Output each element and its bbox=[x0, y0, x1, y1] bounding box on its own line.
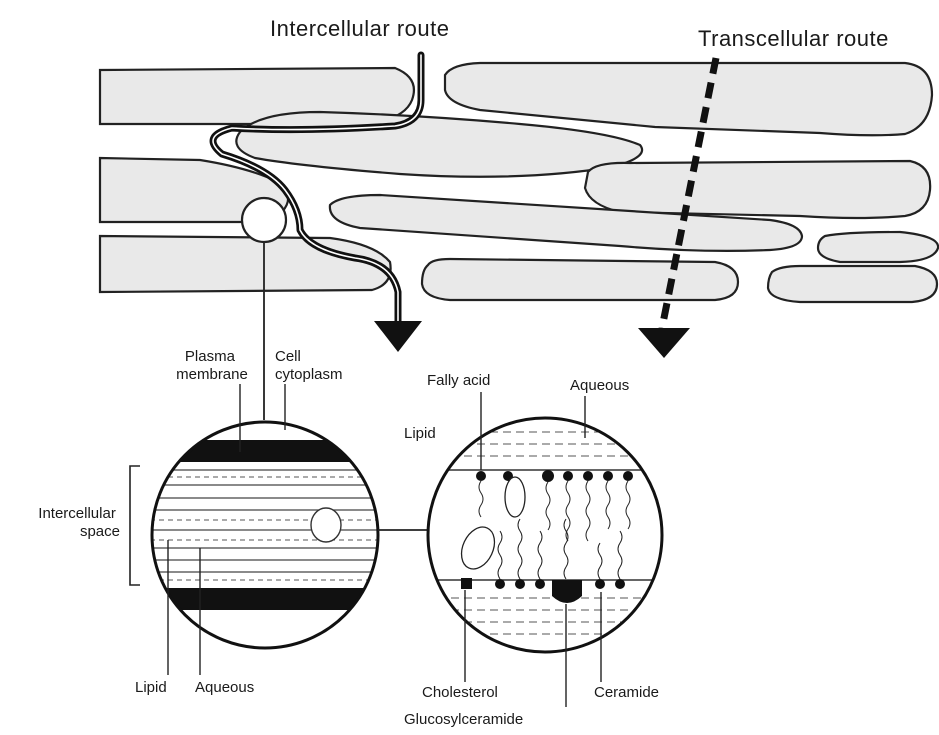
lipid-label-left: Lipid bbox=[135, 679, 167, 696]
intercellular-route-label: Intercellular route bbox=[270, 16, 449, 41]
corneocyte-cell bbox=[585, 161, 930, 218]
intercellular-space-label: Intercellular space bbox=[38, 505, 120, 540]
aqueous-label-right: Aqueous bbox=[570, 377, 629, 394]
glucosylceramide-label: Glucosylceramide bbox=[404, 711, 523, 728]
right-detail-circle bbox=[425, 418, 665, 652]
plasma-membrane-label: Plasma membrane bbox=[176, 348, 248, 383]
corneocyte-cell bbox=[818, 232, 938, 262]
transcellular-route-label: Transcellular route bbox=[698, 26, 889, 51]
left-detail-circle bbox=[150, 422, 390, 648]
cell-cytoplasm-label: Cell cytoplasm bbox=[275, 348, 343, 383]
intercellular-space-bracket bbox=[130, 466, 140, 585]
corneocyte-cell bbox=[422, 259, 738, 300]
transcellular-arrowhead bbox=[638, 328, 690, 358]
lipid-label-right: Lipid bbox=[404, 425, 436, 442]
corneocyte-layer bbox=[100, 63, 938, 302]
corneocyte-cell bbox=[768, 266, 937, 302]
corneocyte-cell bbox=[100, 236, 391, 292]
cholesterol-label: Cholesterol bbox=[422, 684, 498, 701]
magnifier-circle bbox=[242, 198, 286, 242]
intercellular-arrowhead bbox=[374, 321, 422, 352]
ceramide-label: Ceramide bbox=[594, 684, 659, 701]
fatty-acid-label: Fally acid bbox=[427, 372, 490, 389]
corneocyte-cell bbox=[236, 112, 642, 177]
aqueous-label-left: Aqueous bbox=[195, 679, 254, 696]
